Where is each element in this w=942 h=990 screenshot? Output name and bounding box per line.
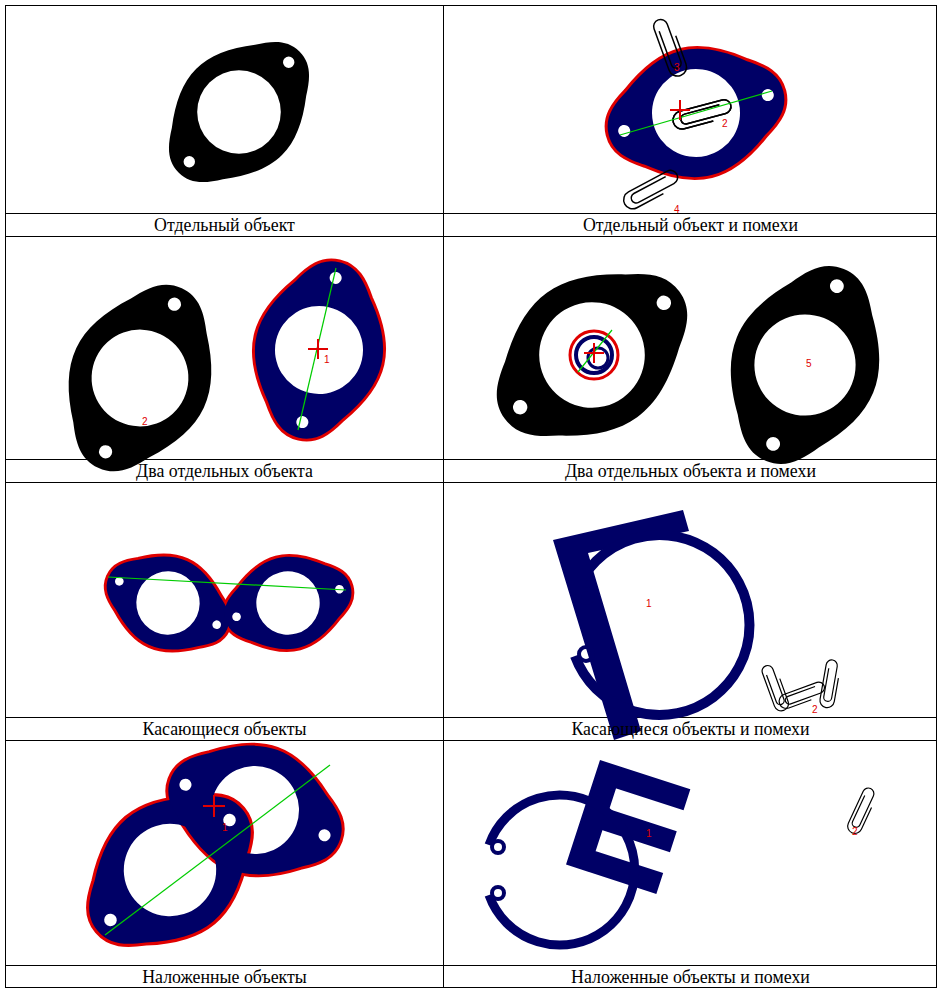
center-cross xyxy=(203,795,225,817)
paperclip xyxy=(761,663,791,713)
gasket xyxy=(698,241,912,488)
axis-line xyxy=(105,765,330,935)
axis-line xyxy=(108,577,346,590)
paperclip xyxy=(845,786,878,836)
paperclip xyxy=(777,681,827,711)
object-number: 1 xyxy=(222,822,228,833)
cell-caption: Наложенные объекты и помехи xyxy=(444,966,937,989)
cell-caption: Отдельный объект и помехи xyxy=(444,214,937,237)
paperclip xyxy=(819,659,842,709)
center-cross xyxy=(670,100,690,120)
object-number: 3 xyxy=(674,62,680,73)
object-number: 4 xyxy=(674,204,680,215)
cell-caption: Касающиеся объекты и помехи xyxy=(444,718,937,741)
detected-gasket xyxy=(54,719,361,982)
axis-line xyxy=(298,268,336,430)
cell-caption: Касающиеся объекты xyxy=(6,718,443,741)
object-number: 2 xyxy=(852,826,858,837)
object-number: 2 xyxy=(812,704,818,715)
gasket xyxy=(136,9,343,216)
bracket-part xyxy=(553,510,749,740)
object-number: 1 xyxy=(646,598,652,609)
gasket xyxy=(459,229,724,480)
paperclip xyxy=(621,168,682,212)
detected-gasket xyxy=(236,248,401,452)
paperclip xyxy=(671,98,734,131)
cell-caption: Наложенные объекты xyxy=(6,966,443,989)
detected-gasket xyxy=(90,535,362,672)
object-number: 2 xyxy=(722,118,728,129)
cell-caption: Два отдельных объекта и помехи xyxy=(444,460,937,483)
object-number: 5 xyxy=(806,358,812,369)
cell-caption: Два отдельных объекта xyxy=(6,460,443,483)
object-number: 2 xyxy=(142,416,148,427)
noise-blob xyxy=(570,330,618,379)
circlip xyxy=(489,795,635,945)
cell-caption: Отдельный объект xyxy=(6,214,443,237)
object-number: 1 xyxy=(646,828,652,839)
object-number: 1 xyxy=(324,354,330,365)
axis-line xyxy=(620,91,772,135)
detected-gasket xyxy=(593,29,799,197)
paperclip xyxy=(652,16,689,79)
comb-part xyxy=(566,760,690,894)
table-grid xyxy=(5,5,937,988)
